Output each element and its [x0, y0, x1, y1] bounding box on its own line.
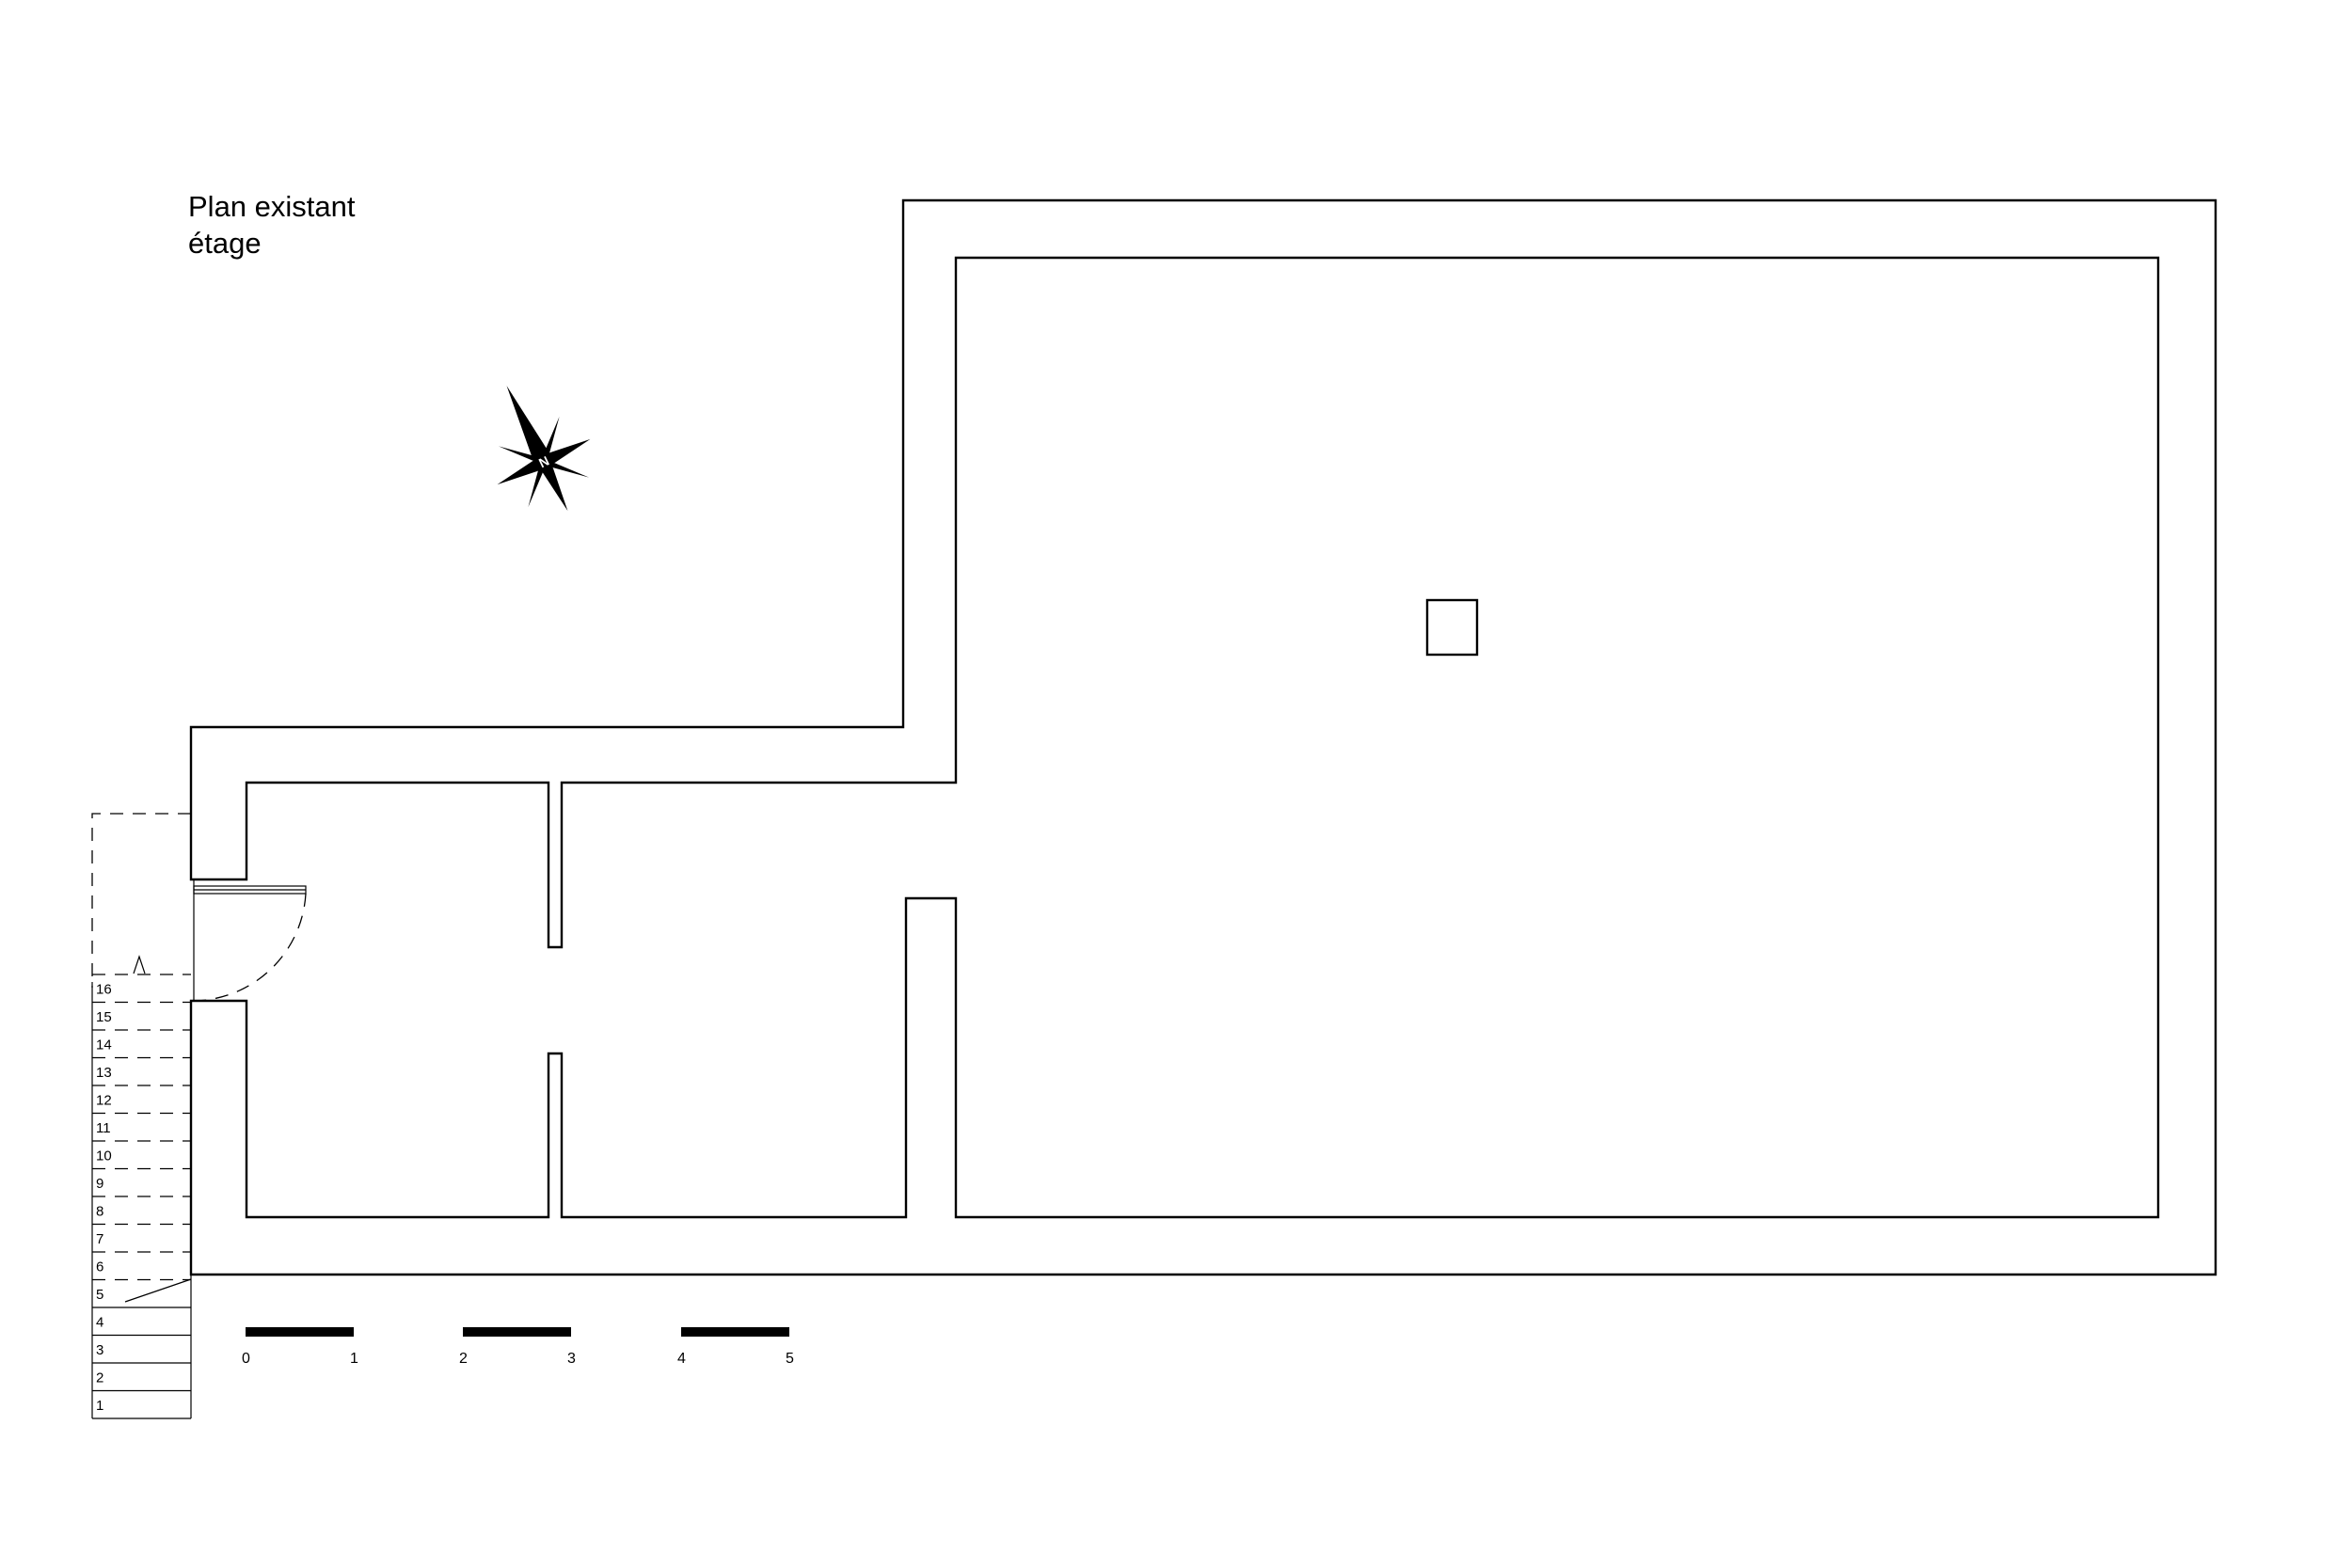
plan-title-line1: Plan existant — [188, 190, 356, 223]
scale-bar-segment — [681, 1327, 789, 1337]
stair-step-number: 4 — [96, 1315, 103, 1331]
scale-bar-segment — [246, 1327, 354, 1337]
stair-step-number: 3 — [96, 1342, 103, 1358]
scale-bar-label: 0 — [242, 1351, 250, 1367]
stair-step-number: 9 — [96, 1176, 103, 1192]
scale-bar-label: 4 — [677, 1351, 686, 1367]
stair-step-number: 11 — [96, 1120, 111, 1136]
stair-step-number: 8 — [96, 1204, 103, 1220]
scale-bar-segment — [463, 1327, 571, 1337]
stair-step-number: 5 — [96, 1287, 103, 1303]
entry-door — [193, 879, 307, 1002]
stair-step-number: 16 — [96, 982, 112, 998]
stair-step-number: 13 — [96, 1065, 112, 1081]
scale-bar-label: 2 — [459, 1351, 468, 1367]
scale-bar-label: 5 — [786, 1351, 794, 1367]
plan-title-line2: étage — [188, 227, 262, 260]
north-arrow-icon: N — [497, 386, 591, 512]
stair-step-number: 2 — [96, 1370, 103, 1386]
exterior-wall — [189, 198, 2217, 1276]
stair-step-number: 14 — [96, 1037, 112, 1053]
stair-landing — [91, 813, 191, 988]
column — [1425, 598, 1479, 657]
stair-step-number: 7 — [96, 1231, 103, 1247]
plan-title: Plan existant étage — [188, 188, 356, 261]
stair-step-number: 1 — [96, 1398, 103, 1414]
stair-step-number: 6 — [96, 1259, 103, 1275]
stair-step-number: 15 — [96, 1009, 112, 1025]
scale-bar: 0 1 2 3 4 5 — [242, 1327, 794, 1367]
stair-step-number: 12 — [96, 1093, 112, 1109]
scale-bar-label: 3 — [567, 1351, 576, 1367]
scale-bar-label: 1 — [350, 1351, 358, 1367]
stair-step-number: 10 — [96, 1148, 112, 1164]
